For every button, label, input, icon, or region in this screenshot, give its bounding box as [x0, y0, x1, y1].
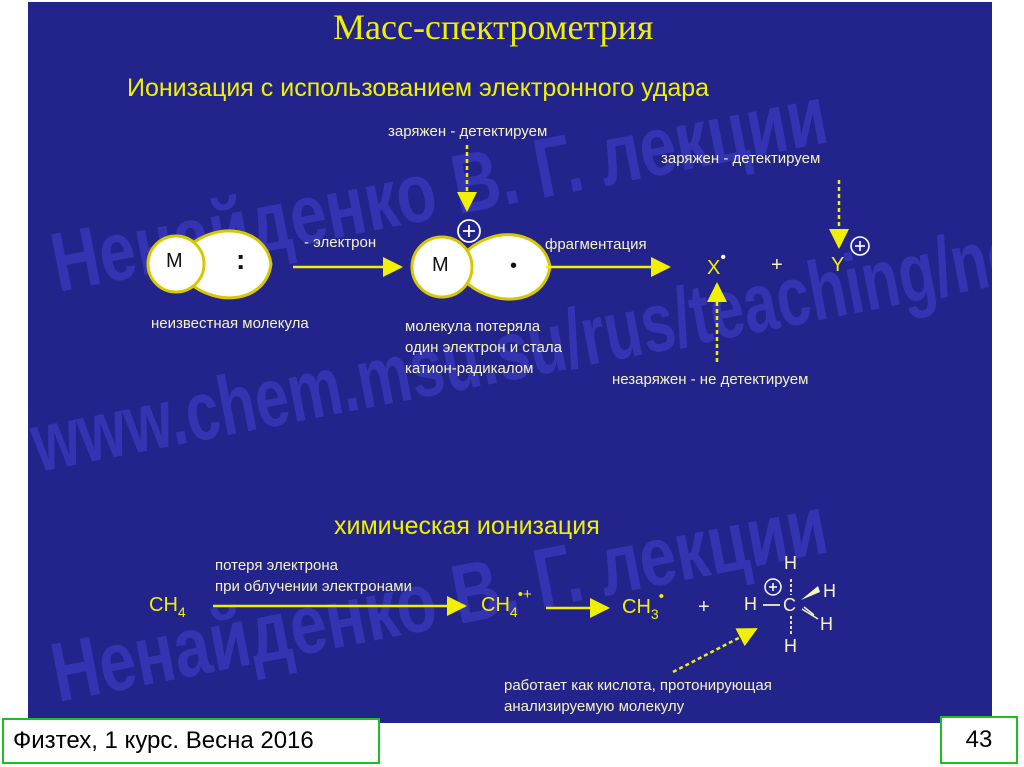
ci-arrow-label-1: потеря электрона — [215, 557, 338, 574]
cation-symbol: M — [432, 254, 449, 276]
fragment-x-dot: • — [720, 249, 726, 266]
label-uncharged: незаряжен - не детектируем — [612, 371, 809, 388]
ch5-h-top: H — [784, 553, 797, 573]
label-charged-y: заряжен - детектируем — [661, 150, 821, 167]
y-charge-icon — [850, 236, 870, 256]
ch5-h-left: H — [744, 594, 757, 614]
molecule-symbol: M — [166, 250, 183, 272]
molecule-orbital-icon — [146, 229, 273, 300]
diagram-graphics — [146, 145, 870, 674]
ch5-c: C — [783, 595, 796, 615]
methane: CH4 — [149, 594, 186, 620]
methane-radical-cation: CH4•+ — [481, 586, 532, 620]
ei-subtitle: Ионизация с использованием электронного … — [127, 74, 710, 102]
ci-subtitle: химическая ионизация — [334, 512, 600, 540]
fragment-x: X• — [707, 249, 726, 280]
positive-charge-icon — [457, 219, 481, 243]
label-charged-cation: заряжен - детектируем — [388, 123, 548, 140]
methane-ch: CH — [149, 594, 178, 616]
label-acid-2: анализируемую молекулу — [504, 698, 685, 715]
methyl-dot: • — [658, 588, 664, 605]
arrow-label-fragmentation: фрагментация — [545, 236, 647, 253]
methyl-ch: CH — [622, 596, 651, 618]
methane-ion-sub: 4 — [509, 604, 518, 620]
ch5-structure — [763, 579, 792, 634]
methane-ion-ch: CH — [481, 594, 510, 616]
slide: Ненайденко В. Г. лекции www.chem.msu.su/… — [28, 2, 992, 723]
radical-dot: • — [510, 255, 518, 277]
label-lost-electron-2: один электрон и стала — [405, 339, 562, 356]
acid-arrow — [672, 627, 758, 674]
methyl-radical: CH3• — [622, 588, 664, 622]
ch5-charge-icon — [764, 578, 782, 596]
fragment-plus: + — [771, 254, 783, 276]
methane-sub: 4 — [177, 604, 186, 620]
radical-cation-orbital-icon — [410, 233, 552, 301]
lone-pair: : — [236, 244, 246, 275]
label-unknown-molecule: неизвестная молекула — [151, 315, 309, 332]
fragment-y: Y — [831, 254, 845, 276]
course-footer: Физтех, 1 курс. Весна 2016 — [2, 718, 380, 764]
ci-plus: + — [698, 596, 710, 618]
slide-title: Масс-спектрометрия — [333, 7, 654, 47]
label-lost-electron-3: катион-радикалом — [405, 360, 534, 377]
label-acid-1: работает как кислота, протонирующая — [504, 677, 772, 694]
label-lost-electron-1: молекула потеряла — [405, 318, 541, 335]
ci-arrow-label-2: при облучении электронами — [215, 578, 412, 595]
methyl-sub: 3 — [650, 606, 659, 622]
fragment-x-symbol: X — [707, 257, 721, 279]
ch5-h-right-up: H — [823, 581, 836, 601]
ch5-h-right-down: H — [820, 614, 833, 634]
methane-ion-sup: •+ — [517, 586, 532, 603]
page-number: 43 — [940, 716, 1018, 764]
arrow-label-electron: - электрон — [304, 234, 377, 251]
ch5-h-bottom: H — [784, 636, 797, 656]
